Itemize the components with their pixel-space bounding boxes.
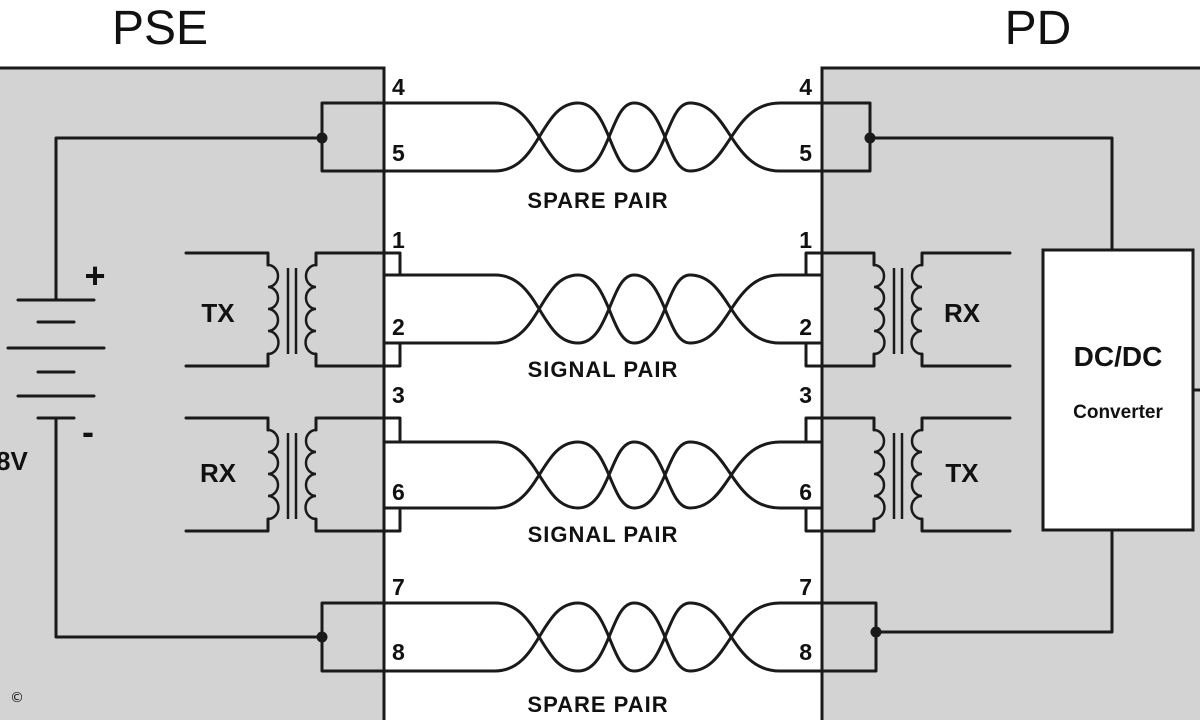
pd-pin-8: 8: [799, 639, 812, 665]
pd-tx-label: TX: [945, 458, 979, 488]
pse-title: PSE: [112, 2, 208, 55]
battery-minus: -: [82, 411, 94, 452]
converter-title: DC/DC: [1074, 341, 1163, 372]
pd-rx-label: RX: [944, 298, 981, 328]
pd-pin-1: 1: [799, 227, 812, 253]
pse-tx-label: TX: [201, 298, 235, 328]
converter-subtitle: Converter: [1073, 402, 1163, 423]
pair-label-signal-2: SIGNAL PAIR: [528, 522, 679, 547]
pair-label-spare-bottom: SPARE PAIR: [527, 692, 668, 717]
pse-pin-8: 8: [392, 639, 405, 665]
pd-pin-2: 2: [799, 314, 812, 340]
pse-pin-1: 1: [392, 227, 405, 253]
pse-box: [0, 66, 386, 720]
pair-label-signal-1: SIGNAL PAIR: [528, 357, 679, 382]
pse-spare-bottom-tap: [54, 416, 386, 673]
cable-signal-pair-2: [382, 440, 824, 510]
cable-signal-pair-1: [382, 273, 824, 345]
cable-spare-pair-top: [382, 101, 824, 173]
dc-dc-converter: [1041, 248, 1195, 532]
pd-pin-6: 6: [799, 479, 812, 505]
cable-spare-pair-bottom: [382, 601, 824, 673]
pse-pin-5: 5: [392, 140, 405, 166]
pd-tx-transformer-icon: [804, 416, 1012, 533]
pd-pin-5: 5: [799, 140, 812, 166]
pse-rx-label: RX: [200, 458, 237, 488]
battery-plus: +: [84, 255, 105, 296]
pse-pin-3: 3: [392, 382, 405, 408]
pse-pin-6: 6: [392, 479, 405, 505]
pd-pin-7: 7: [799, 574, 812, 600]
pse-pin-4: 4: [392, 74, 405, 100]
pse-pin-7: 7: [392, 574, 405, 600]
pd-spare-top-tap: [820, 101, 1114, 252]
pse-spare-top-tap: [54, 101, 386, 302]
pd-rx-transformer-icon: [804, 251, 1012, 368]
copyright-mark: ©: [10, 690, 24, 706]
pse-pin-2: 2: [392, 314, 405, 340]
pd-spare-bottom-tap: [820, 528, 1114, 673]
pse-tx-transformer-icon: [184, 251, 402, 368]
pd-title: PD: [1005, 2, 1072, 55]
pair-label-spare-top: SPARE PAIR: [527, 188, 668, 213]
pd-pin-3: 3: [799, 382, 812, 408]
battery-voltage: 8V: [0, 446, 28, 476]
pd-pin-4: 4: [799, 74, 812, 100]
pse-rx-transformer-icon: [184, 416, 402, 533]
